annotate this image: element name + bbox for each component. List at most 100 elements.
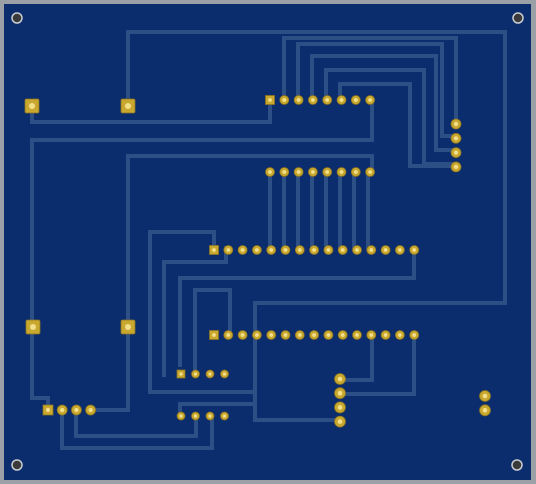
ic-row-a-drill-1: [268, 98, 272, 102]
ic-row-b-drill-2: [282, 170, 287, 174]
connector-right-vertical-drill-4: [453, 164, 459, 169]
ic-row-d-drill-5: [269, 333, 274, 337]
small-chip-bottom-drill-3: [208, 414, 212, 418]
ic-row-a: [265, 95, 376, 105]
ic-row-b-drill-7: [353, 170, 358, 174]
trace-left-vertical: [30, 98, 374, 329]
small-chip-bottom-drill-1: [179, 414, 183, 418]
ic-row-d-drill-10: [340, 333, 345, 337]
connector-bottom-center-drill-2: [337, 390, 343, 396]
connector-bottom-left: [42, 404, 96, 416]
ic-row-b-drill-6: [339, 170, 344, 174]
trace-ic-a-5: [338, 82, 458, 168]
ic-row-c-drill-12: [369, 248, 374, 252]
trace-ic-a-3: [310, 54, 458, 152]
ic-row-d: [209, 330, 420, 340]
ic-row-b-drill-3: [296, 170, 301, 174]
trace-ic-a-2: [296, 42, 458, 138]
trace-chip-link-1: [148, 230, 257, 394]
ic-row-d-drill-4: [255, 333, 259, 337]
connector-right-vertical: [450, 118, 462, 173]
ic-row-c-drill-14: [398, 248, 402, 252]
ic-row-c-drill-3: [240, 248, 245, 252]
ic-row-c-drill-10: [340, 248, 345, 252]
ic-row-a-drill-8: [368, 98, 372, 102]
trace-top-frame: [126, 30, 507, 422]
trace-bottom-left-3: [74, 408, 198, 438]
component-pads: [24, 95, 491, 428]
ic-row-c-drill-15: [412, 248, 417, 252]
small-chip-bottom: [176, 411, 229, 421]
header-top-left-drill-1: [29, 103, 35, 109]
connector-right-vertical-drill-2: [453, 136, 459, 141]
ic-row-d-drill-12: [369, 333, 374, 337]
connector-right-vertical-drill-3: [453, 150, 459, 155]
trace-header-link: [30, 98, 272, 124]
ic-row-c-drill-13: [383, 248, 388, 252]
ic-row-c: [209, 245, 420, 255]
small-chip-top-drill-4: [222, 372, 227, 376]
ic-row-b: [265, 167, 376, 177]
mounting-holes: [11, 12, 524, 471]
trace-ic-d-mid: [338, 334, 374, 382]
ic-row-c-drill-11: [355, 248, 359, 252]
connector-bottom-center: [334, 373, 346, 428]
header-mid-mid: [120, 319, 136, 335]
header-top-mid: [120, 98, 136, 114]
connector-right-vertical-drill-1: [453, 121, 459, 127]
small-chip-top: [176, 369, 229, 379]
ic-row-d-drill-15: [412, 333, 417, 337]
ic-row-c-drill-8: [312, 248, 316, 252]
connector-bottom-center-drill-3: [337, 405, 343, 410]
mounting-hole-3: [11, 459, 23, 471]
trace-chip-link-4: [193, 288, 232, 377]
ic-row-b-drill-8: [368, 170, 372, 174]
small-chip-bottom-drill-4: [222, 414, 227, 418]
ic-row-c-drill-5: [269, 248, 274, 252]
connector-bottom-right-drill-1: [482, 393, 488, 399]
header-mid-left: [25, 319, 41, 335]
mounting-hole-4: [511, 459, 523, 471]
mounting-hole-2: [512, 12, 524, 24]
ic-row-c-drill-9: [326, 248, 331, 252]
connector-bottom-center-drill-4: [337, 419, 343, 424]
trace-chip-link-2: [162, 246, 228, 377]
ic-row-d-drill-11: [355, 333, 359, 337]
connector-bottom-right: [479, 390, 491, 417]
ic-row-d-drill-13: [383, 333, 388, 337]
trace-bottom-left-1: [30, 325, 50, 412]
copper-traces: [30, 30, 507, 450]
connector-bottom-center-drill-1: [337, 376, 343, 382]
header-top-left: [24, 98, 40, 114]
ic-row-a-drill-6: [339, 98, 344, 102]
ic-row-a-drill-3: [296, 98, 301, 102]
ic-row-c-drill-6: [283, 248, 288, 252]
trace-mid-frame: [126, 154, 374, 412]
trace-ic-a-1: [282, 36, 458, 124]
ic-row-c-drill-4: [255, 248, 259, 252]
small-chip-top-drill-3: [208, 372, 212, 376]
ic-row-b-drill-1: [268, 170, 272, 174]
ic-row-d-drill-8: [312, 333, 316, 337]
connector-bottom-left-drill-1: [45, 407, 51, 413]
trace-ic-d-right: [338, 334, 416, 396]
ic-row-a-drill-4: [311, 98, 315, 102]
connector-bottom-right-drill-2: [482, 407, 488, 413]
ic-row-d-drill-7: [297, 333, 302, 337]
connector-bottom-left-drill-2: [60, 407, 65, 413]
ic-row-a-drill-5: [325, 98, 330, 102]
pcb-substrate: [4, 4, 531, 480]
ic-row-c-drill-7: [297, 248, 302, 252]
ic-row-a-drill-2: [282, 98, 287, 102]
header-mid-mid-drill-1: [125, 324, 131, 330]
ic-row-c-drill-1: [212, 248, 216, 252]
connector-bottom-left-drill-3: [74, 407, 79, 413]
ic-row-c-drill-2: [226, 248, 231, 252]
ic-row-d-drill-2: [226, 333, 231, 337]
ic-row-b-drill-4: [311, 170, 315, 174]
ic-row-d-drill-3: [240, 333, 245, 337]
ic-row-d-drill-6: [283, 333, 288, 337]
ic-row-a-drill-7: [353, 98, 358, 102]
ic-row-b-drill-5: [325, 170, 330, 174]
